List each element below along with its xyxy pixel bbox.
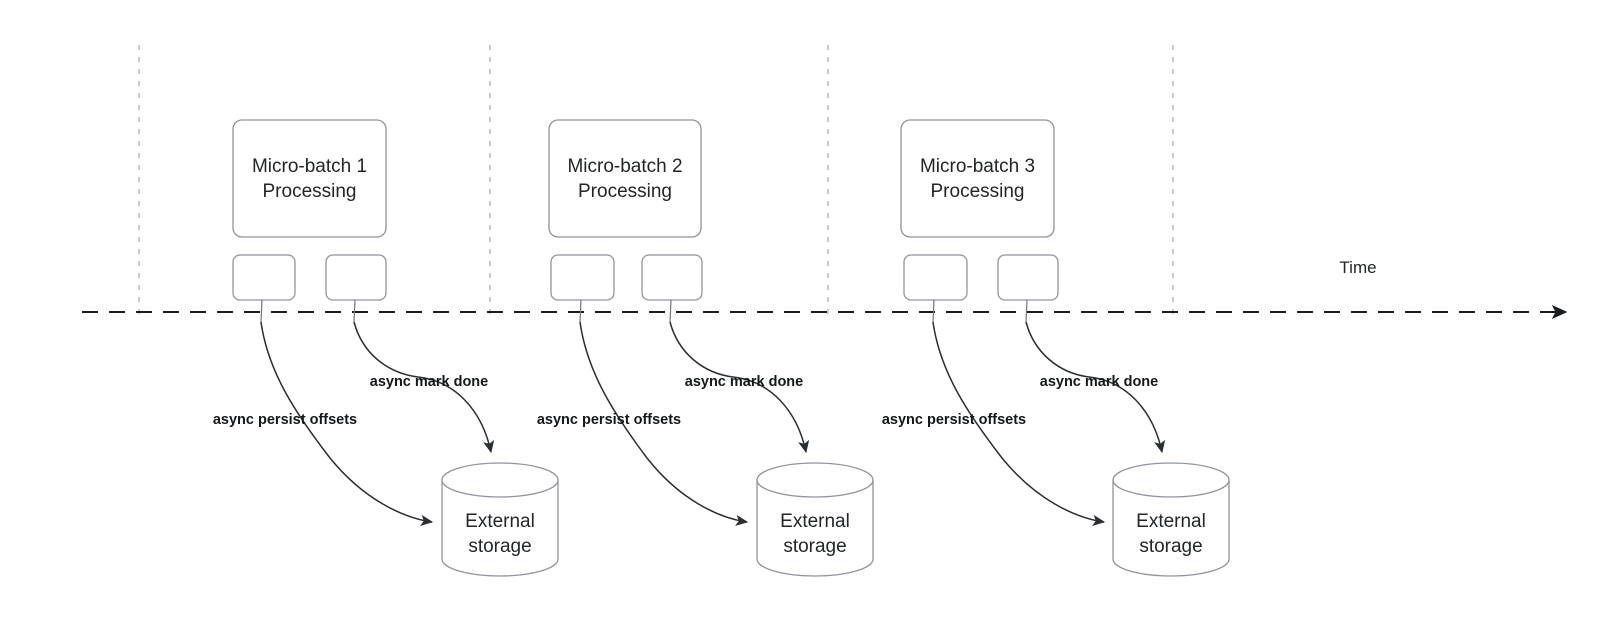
micro-batch-2-persist-offsets-arrow [579,321,749,526]
micro-batch-3-label-line1: Micro-batch 3 [920,156,1035,177]
micro-batch-1-connector-left [260,299,263,323]
external-storage-3-label-line2: storage [1139,536,1202,557]
micro-batch-3-persist-offsets-arrow [932,321,1106,526]
micro-batch-3-external-storage[interactable]: External storage [1112,462,1230,577]
micro-batch-1-persist-offsets-arrow [260,321,434,526]
external-storage-2-label-line2: storage [783,536,846,557]
external-storage-1-label-line1: External [465,511,535,532]
micro-batch-2-persist-offsets-label: async persist offsets [537,412,681,428]
group-micro-batch-3: Micro-batch 3 Processing async persist o… [882,119,1230,577]
micro-batch-1-external-storage[interactable]: External storage [441,462,559,577]
external-storage-2-top [756,462,874,498]
micro-batch-3-connector-right [1025,299,1028,323]
micro-batch-2-connector-right [669,299,672,323]
micro-batch-1-task-box-left[interactable] [232,254,296,301]
external-storage-1-label-line2: storage [468,536,531,557]
micro-batch-3-connector-left [932,299,935,323]
micro-batch-3-mark-done-arrow [1025,321,1166,454]
micro-batch-3-task-box-right[interactable] [997,254,1059,301]
timeline-axis: Time [82,258,1568,320]
external-storage-3-top [1112,462,1230,498]
tick-lines-group [138,45,1174,318]
external-storage-3-body [1112,479,1230,577]
micro-batch-1-mark-done-arrow [353,321,495,454]
external-storage-2-label-line1: External [780,511,850,532]
group-micro-batch-1: Micro-batch 1 Processing async persist o… [213,119,559,577]
micro-batch-2-mark-done-label: async mark done [685,374,803,390]
micro-batch-2-task-box-left[interactable] [550,254,615,301]
micro-batch-2-box[interactable] [548,119,702,238]
micro-batch-3-persist-offsets-label: async persist offsets [882,412,1026,428]
micro-batch-2-connector-left [579,299,582,323]
micro-batch-3-label-line2: Processing [931,181,1025,202]
micro-batch-1-label-line2: Processing [263,181,357,202]
micro-batch-2-mark-done-arrow [669,321,810,454]
external-storage-1-top [441,462,559,498]
micro-batch-2-external-storage[interactable]: External storage [756,462,874,577]
external-storage-1-body [441,479,559,577]
micro-batch-2-label-line1: Micro-batch 2 [567,156,682,177]
micro-batch-1-connector-right [353,299,356,323]
micro-batch-2-task-box-right[interactable] [641,254,703,301]
micro-batch-3-task-box-left[interactable] [903,254,968,301]
micro-batch-1-mark-done-label: async mark done [370,374,488,390]
micro-batch-3-mark-done-label: async mark done [1040,374,1158,390]
group-micro-batch-2: Micro-batch 2 Processing async persist o… [537,119,874,577]
micro-batch-1-persist-offsets-label: async persist offsets [213,412,357,428]
external-storage-2-body [756,479,874,577]
micro-batch-1-box[interactable] [232,119,387,238]
micro-batch-1-label-line1: Micro-batch 1 [252,156,367,177]
micro-batch-2-label-line2: Processing [578,181,672,202]
external-storage-3-label-line1: External [1136,511,1206,532]
micro-batch-3-box[interactable] [900,119,1055,238]
micro-batch-1-task-box-right[interactable] [325,254,387,301]
time-axis-label: Time [1339,258,1376,277]
